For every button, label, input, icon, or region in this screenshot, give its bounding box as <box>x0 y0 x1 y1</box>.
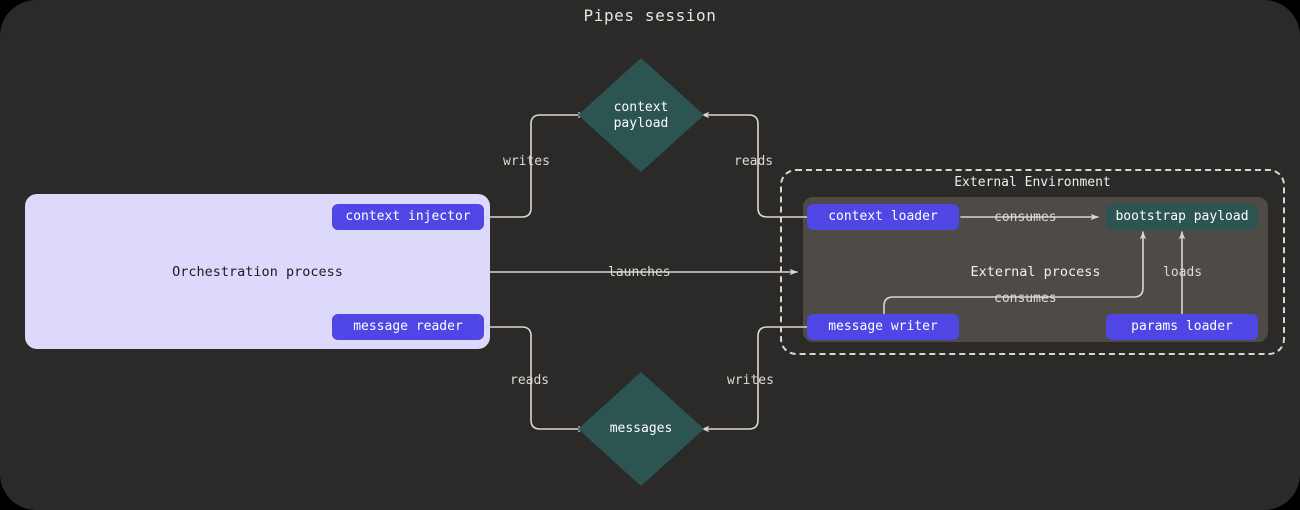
node-message-writer[interactable]: message writer <box>807 314 959 340</box>
orchestration-process-label: Orchestration process <box>172 264 343 280</box>
messages-diamond <box>578 372 704 486</box>
edge-label-reads-context: reads <box>734 154 774 169</box>
node-context-injector[interactable]: context injector <box>332 204 484 230</box>
edge-consumes-message-writer <box>883 231 1147 315</box>
external-process-label: External process <box>970 264 1101 280</box>
page-title: Pipes session <box>583 6 717 25</box>
edge-label-writes-context: writes <box>503 154 550 169</box>
edge-label-loads-params: loads <box>1163 265 1203 280</box>
messages-label: messages <box>609 421 673 436</box>
edge-reads-messages <box>483 326 586 433</box>
node-context-loader[interactable]: context loader <box>807 204 959 230</box>
edge-writes-messages <box>701 326 808 433</box>
node-message-reader[interactable]: message reader <box>332 314 484 340</box>
node-bootstrap-payload[interactable]: bootstrap payload <box>1106 204 1258 230</box>
edge-writes-context <box>483 111 586 218</box>
external-environment-boundary <box>780 169 1285 355</box>
edge-label-launches: launches <box>608 265 671 280</box>
edge-label-consumes-message-writer: consumes <box>994 291 1057 306</box>
edge-label-writes-messages: writes <box>727 373 774 388</box>
external-environment-label: External Environment <box>954 175 1111 190</box>
context-payload-label: context payload <box>613 100 669 131</box>
edge-label-reads-messages: reads <box>510 373 550 388</box>
context-payload-diamond <box>578 58 704 172</box>
edge-label-consumes-context-loader: consumes <box>994 210 1057 225</box>
edge-reads-context <box>701 111 808 218</box>
node-params-loader[interactable]: params loader <box>1106 314 1258 340</box>
